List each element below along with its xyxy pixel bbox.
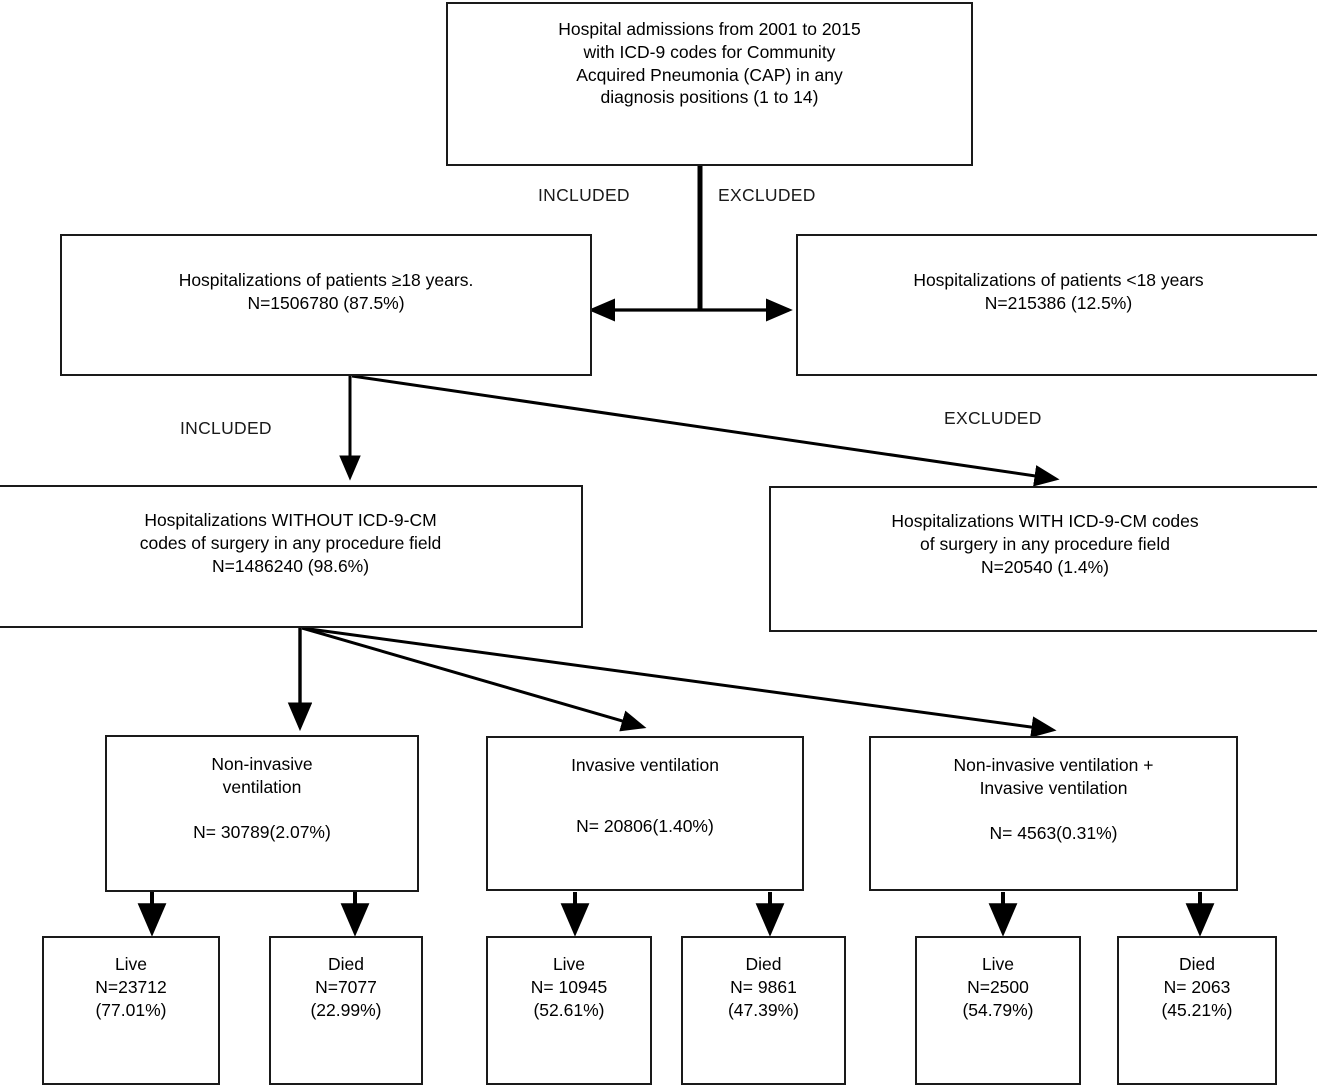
node-niv-imv: Non-invasive ventilation + Invasive vent…: [869, 736, 1238, 891]
node-niv-died-line-2: N=7077: [315, 976, 377, 997]
node-niv-line-2: ventilation: [222, 776, 302, 797]
node-source-line-1: Hospital admissions from 2001 to 2015: [558, 19, 861, 39]
node-both-live: Live N=2500 (54.79%): [915, 936, 1081, 1085]
edge-to-niv-imv: [301, 626, 1057, 738]
node-niv-live: Live N=23712 (77.01%): [42, 936, 220, 1085]
node-niv-imv-line-2: Invasive ventilation: [979, 777, 1128, 798]
node-imv-live: Live N= 10945 (52.61%): [486, 936, 652, 1085]
edge-label-excluded-mid: EXCLUDED: [944, 408, 1042, 428]
node-niv-imv-count: N= 4563(0.31%): [989, 822, 1118, 843]
node-niv-live-line-2: N=23712: [95, 976, 167, 997]
node-without-surgery-line-1: Hospitalizations WITHOUT ICD-9-CM: [144, 510, 437, 530]
node-source-line-3: Acquired Pneumonia (CAP) in any: [576, 64, 843, 85]
node-imv-died-line-3: (47.39%): [727, 999, 799, 1020]
node-without-surgery: Hospitalizations WITHOUT ICD-9-CM codes …: [0, 485, 583, 628]
node-without-surgery-line-3: N=1486240 (98.6%): [211, 555, 370, 576]
node-both-died-line-3: (45.21%): [1161, 999, 1233, 1020]
node-imv-died-line-2: N= 9861: [730, 976, 797, 997]
node-with-surgery-line-3: N=20540 (1.4%): [981, 556, 1109, 577]
node-source-line-4: diagnosis positions (1 to 14): [600, 87, 819, 108]
node-both-live-line-2: N=2500: [967, 976, 1029, 997]
node-niv-imv-line-1: Non-invasive ventilation +: [953, 755, 1154, 775]
node-adults-line-1: Hospitalizations of patients ≥18 years.: [178, 270, 474, 290]
node-imv: Invasive ventilation N= 20806(1.40%): [486, 736, 804, 891]
node-niv-died-line-3: (22.99%): [310, 999, 382, 1020]
node-source: Hospital admissions from 2001 to 2015 wi…: [446, 2, 973, 166]
node-niv-live-line-1: Live: [114, 954, 148, 974]
node-adults: Hospitalizations of patients ≥18 years. …: [60, 234, 592, 376]
node-both-live-line-1: Live: [981, 954, 1015, 974]
node-adults-line-2: N=1506780 (87.5%): [247, 292, 405, 313]
node-both-died: Died N= 2063 (45.21%): [1117, 936, 1277, 1085]
edge-label-included-top: INCLUDED: [538, 185, 630, 205]
node-niv-live-line-3: (77.01%): [95, 999, 167, 1020]
node-with-surgery-line-1: Hospitalizations WITH ICD-9-CM codes: [891, 511, 1199, 531]
node-niv: Non-invasive ventilation N= 30789(2.07%): [105, 735, 419, 892]
node-imv-live-line-2: N= 10945: [530, 976, 608, 997]
node-niv-died: Died N=7077 (22.99%): [269, 936, 423, 1085]
node-children-line-1: Hospitalizations of patients <18 years: [913, 270, 1204, 290]
edge-label-excluded-top: EXCLUDED: [718, 185, 816, 205]
node-without-surgery-line-2: codes of surgery in any procedure field: [139, 532, 442, 553]
node-niv-count: N= 30789(2.07%): [193, 821, 331, 842]
node-niv-died-line-1: Died: [328, 954, 364, 974]
edge-label-included-mid: INCLUDED: [180, 418, 272, 438]
node-niv-line-1: Non-invasive: [211, 754, 313, 774]
edge-to-imv: [301, 626, 647, 732]
node-imv-line-1: Invasive ventilation: [571, 755, 719, 775]
node-both-live-line-3: (54.79%): [962, 999, 1034, 1020]
node-source-line-2: with ICD-9 codes for Community: [583, 41, 836, 62]
node-imv-count: N= 20806(1.40%): [576, 815, 714, 836]
edge-to-with-surgery: [351, 374, 1060, 487]
node-imv-died-line-1: Died: [745, 954, 782, 974]
node-with-surgery-line-2: of surgery in any procedure field: [920, 533, 1170, 554]
node-both-died-line-2: N= 2063: [1163, 976, 1231, 997]
node-with-surgery: Hospitalizations WITH ICD-9-CM codes of …: [769, 486, 1317, 632]
node-children-line-2: N=215386 (12.5%): [984, 292, 1133, 313]
node-imv-died: Died N= 9861 (47.39%): [681, 936, 846, 1085]
node-children: Hospitalizations of patients <18 years N…: [796, 234, 1317, 376]
node-both-died-line-1: Died: [1179, 954, 1215, 974]
node-imv-live-line-1: Live: [552, 954, 586, 974]
node-imv-live-line-3: (52.61%): [533, 999, 605, 1020]
